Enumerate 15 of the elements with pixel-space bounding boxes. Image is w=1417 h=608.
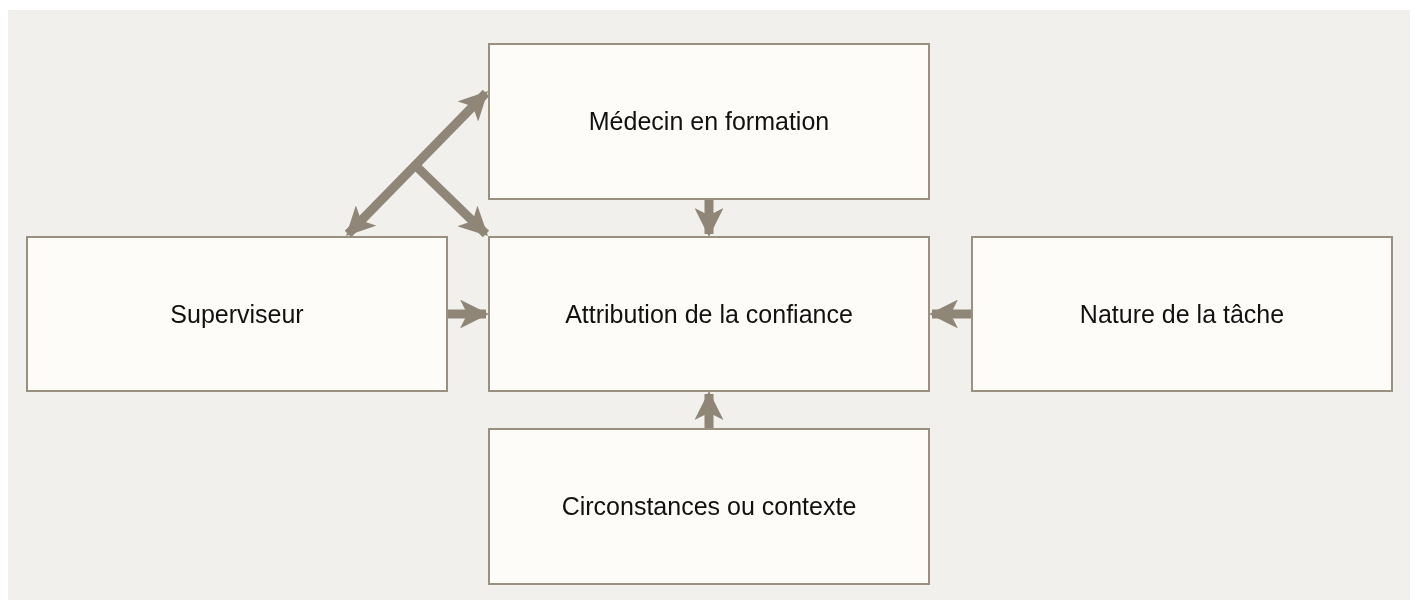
box-label: Circonstances ou contexte	[561, 492, 857, 521]
arrow	[694, 200, 724, 237]
concept-box	[488, 236, 930, 392]
concept-box	[971, 236, 1393, 392]
arrow	[694, 391, 724, 428]
arrow	[929, 299, 971, 329]
concept-box	[488, 43, 930, 200]
box-label: Médecin en formation	[588, 107, 830, 136]
concept-box	[26, 236, 448, 392]
arrow	[344, 89, 490, 238]
arrow	[448, 299, 489, 329]
box-label: Nature de la tâche	[1079, 299, 1285, 329]
box-label: Superviseur	[170, 299, 304, 329]
box-label: Attribution de la confiance	[565, 299, 853, 329]
concept-box	[488, 428, 930, 585]
